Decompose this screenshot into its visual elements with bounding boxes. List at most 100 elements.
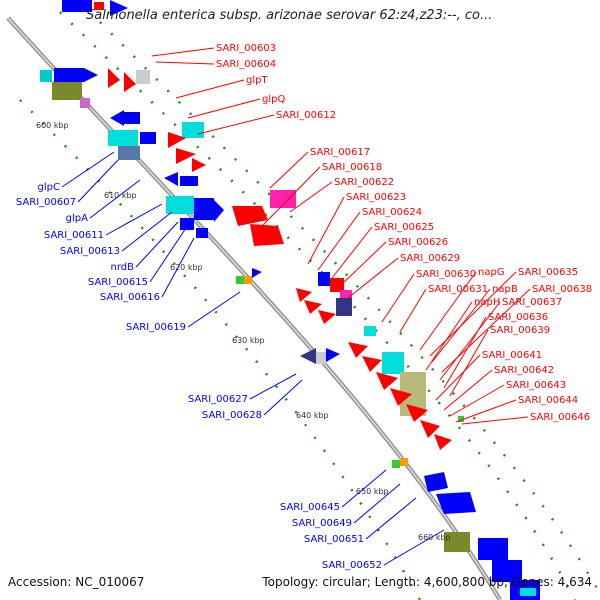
gene-arrow bbox=[392, 458, 540, 600]
reverse-gene-label: SARI_00652 bbox=[322, 560, 382, 571]
leader-line bbox=[161, 237, 195, 298]
genome-summary: Topology: circular; Length: 4,600,800 bp… bbox=[262, 575, 592, 589]
forward-gene-label: SARI_00629 bbox=[400, 253, 460, 264]
gene-arrow bbox=[232, 190, 296, 246]
reverse-gene-label: SARI_00651 bbox=[304, 534, 364, 545]
forward-gene-label: napB bbox=[492, 284, 518, 295]
leader-line bbox=[341, 469, 387, 508]
leader-line bbox=[151, 47, 215, 57]
leader-line bbox=[339, 241, 387, 287]
leader-line bbox=[435, 354, 481, 401]
forward-gene-label: napG bbox=[478, 267, 505, 278]
leader-line bbox=[347, 257, 399, 299]
forward-gene-label: SARI_00642 bbox=[494, 365, 554, 376]
kbp-tick-label: 620 kbp bbox=[170, 263, 203, 272]
forward-gene-label: SARI_00618 bbox=[322, 162, 382, 173]
leader-line bbox=[269, 151, 309, 189]
leader-line bbox=[197, 114, 275, 135]
reverse-gene-label: glpC bbox=[38, 182, 60, 193]
kbp-tick-label: 650 kbp bbox=[356, 487, 389, 496]
leader-line bbox=[449, 384, 505, 417]
gene-arrow bbox=[348, 326, 464, 450]
forward-gene-label: napH bbox=[474, 297, 500, 308]
leader-line bbox=[289, 181, 333, 213]
leader-line bbox=[455, 399, 517, 423]
gene-arrow bbox=[300, 348, 340, 364]
reverse-gene-labels: glpCSARI_00607glpASARI_00611SARI_00613nr… bbox=[16, 182, 382, 571]
reverse-gene-label: SARI_00615 bbox=[88, 277, 148, 288]
forward-gene-label: SARI_00636 bbox=[488, 312, 548, 323]
forward-gene-label: SARI_00626 bbox=[388, 237, 448, 248]
leader-line bbox=[443, 316, 487, 389]
forward-gene-label: SARI_00635 bbox=[518, 267, 578, 278]
gene-arrow bbox=[108, 68, 150, 92]
forward-gene-label: SARI_00624 bbox=[362, 207, 422, 218]
leader-line bbox=[365, 497, 417, 540]
forward-gene-label: SARI_00631 bbox=[428, 284, 488, 295]
gene-arrow bbox=[296, 272, 352, 324]
reverse-gene-label: SARI_00616 bbox=[100, 292, 160, 303]
leader-line bbox=[383, 529, 445, 566]
leader-line bbox=[317, 211, 361, 271]
forward-gene-label: SARI_00604 bbox=[216, 59, 276, 70]
leader-line bbox=[381, 273, 415, 323]
leader-line bbox=[443, 369, 493, 411]
reverse-gene-label: SARI_00645 bbox=[280, 502, 340, 513]
leader-line bbox=[61, 151, 115, 188]
leader-line bbox=[429, 271, 517, 357]
leader-line bbox=[431, 288, 491, 363]
reverse-gene-label: SARI_00649 bbox=[292, 518, 352, 529]
forward-gene-label: SARI_00643 bbox=[506, 380, 566, 391]
forward-gene-label: glpT bbox=[246, 75, 268, 86]
forward-gene-label: SARI_00622 bbox=[334, 177, 394, 188]
forward-gene-label: SARI_00630 bbox=[416, 269, 476, 280]
forward-gene-label: SARI_00639 bbox=[490, 325, 550, 336]
gene-arrow bbox=[108, 110, 156, 160]
leader-line bbox=[187, 98, 261, 119]
gene-arrow bbox=[168, 122, 206, 172]
forward-gene-label: SARI_00617 bbox=[310, 147, 370, 158]
leader-line bbox=[105, 203, 163, 236]
leader-line bbox=[149, 227, 187, 283]
leader-line bbox=[353, 483, 401, 524]
forward-gene-label: SARI_00644 bbox=[518, 395, 578, 406]
reverse-gene-label: SARI_00628 bbox=[202, 410, 262, 421]
accession-text: Accession: NC_010067 bbox=[8, 575, 145, 589]
leader-line bbox=[449, 329, 489, 397]
forward-gene-label: SARI_00646 bbox=[530, 412, 590, 423]
leader-line bbox=[89, 179, 141, 219]
genome-title: Salmonella enterica subsp. arizonae sero… bbox=[86, 8, 493, 23]
reverse-gene-label: SARI_00607 bbox=[16, 197, 76, 208]
leader-line bbox=[419, 271, 477, 351]
leader-line bbox=[399, 288, 427, 333]
forward-gene-label: SARI_00612 bbox=[276, 110, 336, 121]
leader-line bbox=[439, 301, 501, 381]
gene-arrow bbox=[40, 68, 98, 108]
leader-line bbox=[307, 196, 345, 265]
leader-line bbox=[261, 166, 321, 227]
leader-line bbox=[425, 301, 473, 371]
forward-gene-label: SARI_00641 bbox=[482, 350, 542, 361]
forward-gene-label: glpQ bbox=[262, 94, 285, 105]
leader-line bbox=[77, 159, 119, 203]
leader-line bbox=[263, 379, 303, 416]
leader-line bbox=[135, 221, 179, 268]
forward-gene-label: SARI_00638 bbox=[532, 284, 592, 295]
reverse-gene-label: glpA bbox=[66, 213, 88, 224]
forward-gene-label: SARI_00603 bbox=[216, 43, 276, 54]
leader-lines bbox=[61, 47, 531, 566]
kbp-tick-label: 640 kbp bbox=[296, 411, 329, 420]
leader-line bbox=[155, 61, 215, 65]
leader-line bbox=[187, 291, 241, 328]
forward-gene-label: SARI_00625 bbox=[374, 222, 434, 233]
reverse-gene-label: SARI_00611 bbox=[44, 230, 104, 241]
forward-gene-label: SARI_00637 bbox=[502, 297, 562, 308]
gene-features bbox=[40, 0, 540, 600]
leader-line bbox=[121, 211, 173, 252]
leader-line bbox=[331, 226, 373, 279]
gene-arrow bbox=[236, 268, 262, 284]
gene-arrow bbox=[164, 172, 224, 238]
kbp-tick-label: 600 kbp bbox=[36, 121, 69, 130]
